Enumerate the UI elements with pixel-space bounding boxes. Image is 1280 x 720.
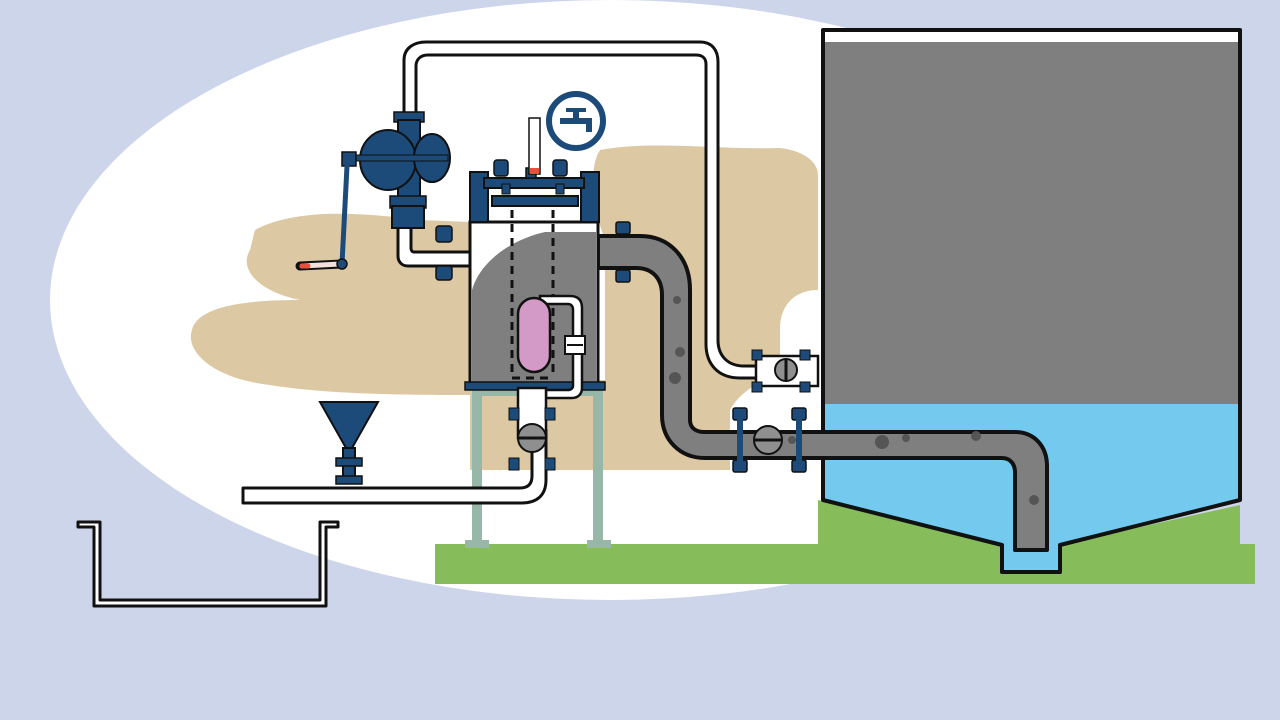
sludge-particle (788, 436, 796, 444)
pump-band (355, 154, 449, 162)
flange-bolt (799, 381, 811, 393)
ground-under-tank (818, 500, 1240, 584)
flange-plate (796, 418, 802, 462)
flange-bolt (544, 457, 556, 471)
sludge-particle (875, 435, 889, 449)
flange-bolt (615, 269, 631, 283)
stand-leg-left (472, 388, 482, 548)
sludge-particle (675, 347, 685, 357)
flange-bolt (508, 407, 520, 421)
stand-foot-right (587, 540, 611, 548)
collection-trough (76, 520, 340, 608)
stand-leg-right (593, 388, 603, 548)
drain-valve[interactable] (508, 386, 556, 471)
crank-hub (341, 151, 357, 167)
white-ground-patch (470, 470, 818, 544)
tank-sludge (823, 32, 1238, 404)
tank-outline (821, 28, 1242, 574)
pipe-flanges (615, 221, 807, 473)
lid-bolt (555, 183, 565, 195)
filter-vessel (464, 210, 606, 400)
flange-bolt (508, 457, 520, 471)
lid-bolt (501, 183, 511, 195)
return-line-valve[interactable] (751, 349, 820, 393)
main-line-valve[interactable] (753, 425, 783, 455)
flange-bolt (751, 349, 763, 361)
dosing-funnel (318, 401, 380, 485)
level-gauge-tip (530, 168, 539, 174)
crank-pivot (336, 258, 348, 270)
pump-side-bolt (435, 265, 453, 281)
sludge-particle (971, 431, 981, 441)
water-tap-badge (546, 91, 606, 151)
level-gauge (528, 117, 541, 175)
stand-foot-left (465, 540, 489, 548)
funnel-nut-2 (335, 475, 363, 485)
funnel-nut-1 (335, 457, 363, 467)
flange-plate (737, 418, 743, 462)
tap-stem (573, 110, 579, 120)
tank-top-band (823, 32, 1238, 42)
pump-side-bolt (435, 225, 453, 243)
sludge-particle (669, 372, 681, 384)
sludge-particle (1029, 495, 1039, 505)
tap-spout (560, 118, 592, 132)
hand-pump[interactable] (295, 111, 453, 281)
lid-bar-bottom (491, 195, 579, 207)
sludge-pipe-body (596, 234, 1049, 552)
lid-bolt (552, 159, 568, 177)
sludge-particle (902, 434, 910, 442)
crank-arm (339, 163, 350, 267)
filter-capsule (516, 296, 552, 374)
lid-bolt (493, 159, 509, 177)
flange-bolt (615, 221, 631, 235)
flange-bolt (544, 407, 556, 421)
water-tap-icon (560, 108, 592, 132)
flange-bolt (751, 381, 763, 393)
crank-handle-icon[interactable] (295, 151, 357, 271)
flange-bolt (799, 349, 811, 361)
pump-outlet (391, 205, 425, 229)
vessel-lid (469, 117, 600, 223)
sludge-transfer-pipe (586, 234, 1049, 552)
lid-bar-top (483, 177, 585, 189)
sludge-particle (673, 296, 681, 304)
lid-post-right (580, 171, 600, 223)
